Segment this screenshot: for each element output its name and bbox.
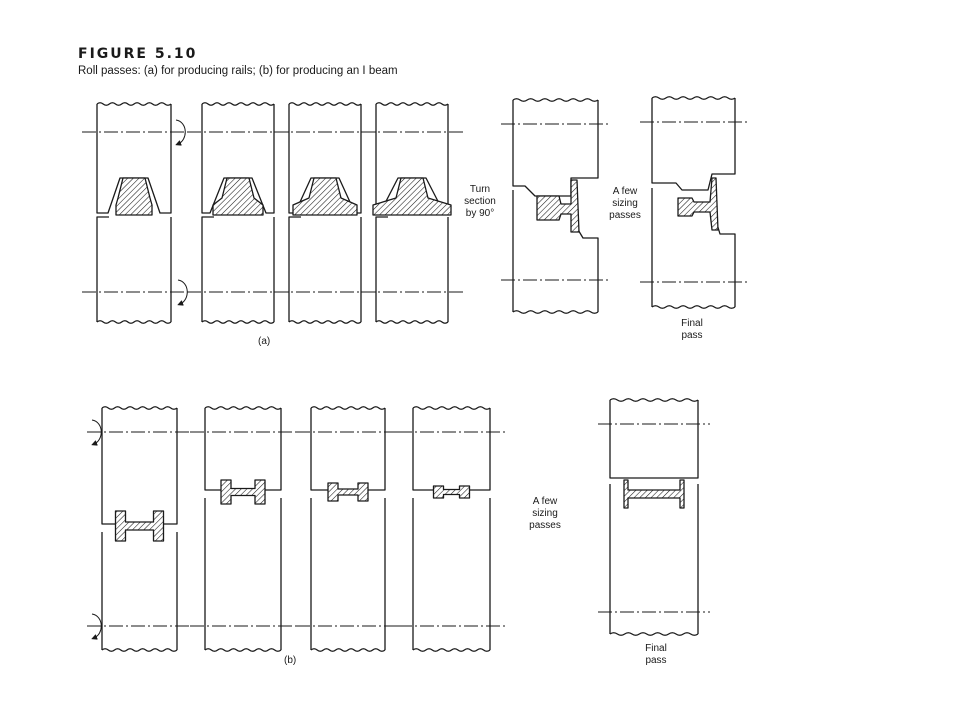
ibeam-lower-rotation-arrow bbox=[91, 613, 102, 640]
ibeam-pass-4-lower-roll-edge bbox=[412, 648, 491, 652]
rail-pass-1-upper-roll-edge bbox=[96, 102, 172, 106]
ibeam-pass-1-upper-roll bbox=[101, 408, 178, 525]
turn-note-line-3: by 90° bbox=[465, 208, 495, 219]
ibeam-pass-2-upper-roll-edge bbox=[204, 406, 282, 410]
ibeam-upper-rotation-arrow bbox=[91, 419, 102, 446]
turn-note-line-2: section bbox=[464, 196, 496, 207]
ibeam-pass-3-lower-roll-edge bbox=[310, 648, 386, 652]
ibeam-pass-3-section bbox=[327, 482, 369, 502]
sizing-note-b-line-3: passes bbox=[529, 520, 561, 531]
rail-pass-4-lower-roll bbox=[375, 216, 449, 322]
final-note-a-line-2: pass bbox=[681, 330, 703, 341]
ibeam-pass-3-lower-roll bbox=[310, 498, 386, 650]
rail-pass-3-section bbox=[292, 177, 358, 216]
ibeam-pass-1-lower-roll bbox=[101, 532, 178, 650]
rail-pass-2-lower-roll-edge bbox=[201, 320, 275, 324]
rail-pass-1-section bbox=[115, 177, 153, 216]
ibeam-pass-4-upper-roll bbox=[412, 408, 491, 491]
ibeam-pass-1-lower-roll-edge bbox=[101, 648, 178, 652]
final-b-upper-roll-edge bbox=[609, 398, 699, 402]
rail-pass-1-lower-roll-edge bbox=[96, 320, 172, 324]
final-note-a-line-1: Final bbox=[681, 318, 703, 329]
final-pass-note-b: Final pass bbox=[636, 643, 676, 667]
final-note-b-line-1: Final bbox=[645, 643, 667, 654]
ibeam-pass-2-lower-roll-edge bbox=[204, 648, 282, 652]
lower-roll-rotation-arrow bbox=[177, 279, 188, 306]
sizing-passes-note-a: A few sizing passes bbox=[604, 186, 646, 222]
sizing-passes-note-b: A few sizing passes bbox=[522, 496, 568, 532]
ibeam-pass-2-upper-roll bbox=[204, 408, 282, 491]
sizing-note-b-line-2: sizing bbox=[532, 508, 558, 519]
final-a-lower-roll-edge bbox=[651, 305, 736, 309]
turn-section-note: Turn section by 90° bbox=[460, 184, 500, 220]
final-b-upper-roll bbox=[609, 400, 699, 479]
upper-roll-rotation-arrow bbox=[175, 119, 186, 146]
final-a-rail-section bbox=[677, 177, 719, 231]
final-a-upper-roll-edge bbox=[651, 96, 736, 100]
rail-pass-2-lower-roll bbox=[201, 216, 275, 322]
final-pass-note-a: Final pass bbox=[672, 318, 712, 342]
rail-pass-3-lower-roll-edge bbox=[288, 320, 362, 324]
rail-pass-2-upper-roll-edge bbox=[201, 102, 275, 106]
rail-pass-1-lower-roll bbox=[96, 216, 172, 322]
final-b-ibeam-section bbox=[623, 479, 685, 509]
ibeam-pass-4-lower-roll bbox=[412, 498, 491, 650]
final-b-lower-roll bbox=[609, 484, 699, 634]
turned-rail-section bbox=[536, 179, 580, 233]
turned-upper-roll-edge bbox=[512, 98, 599, 102]
final-a-upper-roll bbox=[651, 98, 736, 191]
figure-caption: Roll passes: (a) for producing rails; (b… bbox=[78, 65, 398, 77]
final-b-lower-roll-edge bbox=[609, 632, 699, 636]
turn-note-line-1: Turn bbox=[469, 184, 491, 195]
part-a-label: (a) bbox=[258, 336, 271, 347]
ibeam-pass-3-upper-roll-edge bbox=[310, 406, 386, 410]
sizing-note-a-line-1: A few bbox=[612, 186, 638, 197]
figure-title: FIGURE 5.10 bbox=[78, 46, 198, 62]
rail-pass-4-upper-roll-edge bbox=[375, 102, 449, 106]
ibeam-pass-2-lower-roll bbox=[204, 498, 282, 650]
ibeam-pass-1-section bbox=[114, 510, 165, 542]
rail-pass-3-lower-roll bbox=[288, 216, 362, 322]
ibeam-pass-4-section bbox=[432, 485, 471, 499]
sizing-note-b-line-1: A few bbox=[532, 496, 558, 507]
final-note-b-line-2: pass bbox=[645, 655, 667, 666]
ibeam-pass-4-upper-roll-edge bbox=[412, 406, 491, 410]
rail-pass-4-section bbox=[372, 177, 452, 216]
ibeam-pass-2-section bbox=[220, 479, 266, 505]
rail-pass-3-upper-roll-edge bbox=[288, 102, 362, 106]
rail-pass-4-lower-roll-edge bbox=[375, 320, 449, 324]
sizing-note-a-line-3: passes bbox=[609, 210, 641, 221]
ibeam-pass-1-upper-roll-edge bbox=[101, 406, 178, 410]
sizing-note-a-line-2: sizing bbox=[612, 198, 638, 209]
turned-upper-roll bbox=[512, 100, 599, 197]
part-b-label: (b) bbox=[284, 655, 297, 666]
ibeam-pass-3-upper-roll bbox=[310, 408, 386, 491]
rail-pass-2-section bbox=[212, 177, 264, 216]
turned-lower-roll-edge bbox=[512, 310, 599, 314]
